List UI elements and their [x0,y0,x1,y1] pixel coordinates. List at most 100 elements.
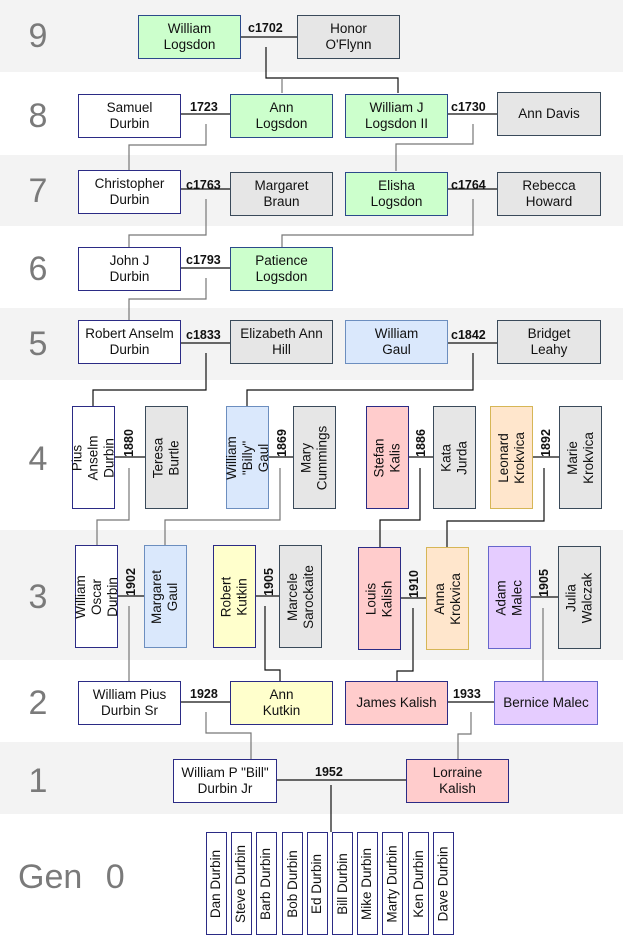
descent-line-krokvica-krokvica [446,468,545,547]
marriage-year-1905-malec: 1905 [536,569,551,597]
generation-label-7: 7 [28,172,48,210]
marriage-year-1928: 1928 [190,687,218,701]
person-robert-kutkin-label: Robert Kutkin [218,576,250,617]
person-marcele-sarockaite-label: Marcele Sarockaite [284,564,316,629]
marriage-year-1952: 1952 [315,765,343,779]
child-barb-durbin[interactable]: Barb Durbin [256,832,277,935]
child-marty-durbin[interactable]: Marty Durbin [382,832,403,935]
person-anna-krokvica[interactable]: Anna Krokvica [426,547,469,650]
person-stefan-kalis-label: Stefan Kalis [371,437,403,478]
person-mary-cummings-label: Mary Cummings [298,425,330,490]
person-kata-jurda-label: Kata Jurda [438,440,470,475]
person-samuel-durbin[interactable]: Samuel Durbin [78,94,181,138]
person-pius-anselm-durbin[interactable]: Pius Anselm Durbin [69,406,117,509]
person-margaret-braun[interactable]: Margaret Braun [230,172,333,216]
person-julia-walczak[interactable]: Julia Walczak [558,546,601,649]
marriage-year-1880: 1880 [121,429,136,457]
child-name-label: Marty Durbin [384,844,400,923]
generation-label-6: 6 [28,250,48,288]
child-bob-durbin[interactable]: Bob Durbin [282,832,303,935]
person-ann-kutkin[interactable]: Ann Kutkin [230,681,333,725]
person-leonard-krokvica-label: Leonard Krokvica [495,431,527,484]
marriage-year-1910: 1910 [406,570,421,598]
person-stefan-kalis[interactable]: Stefan Kalis [366,406,409,509]
person-adam-malec[interactable]: Adam Malec [488,546,531,649]
person-patience-logsdon[interactable]: Patience Logsdon [230,247,333,291]
descent-line-gaul-leahy [246,353,474,406]
person-margaret-gaul[interactable]: Margaret Gaul [144,545,187,648]
generation-label-4: 4 [28,440,48,478]
person-lorraine-kalish[interactable]: Lorraine Kalish [406,759,509,803]
person-ann-logsdon[interactable]: Ann Logsdon [230,94,333,138]
marriage-year-1933: 1933 [453,687,481,701]
person-teresa-burtle[interactable]: Teresa Burtle [145,406,188,509]
person-elizabeth-ann-hill[interactable]: Elizabeth Ann Hill [230,320,333,364]
generation-label-number: 0 [105,858,125,896]
descent-line-kutkin-sarockaite [264,606,281,682]
person-marie-krokvica-label: Marie Krokvica [564,431,596,484]
person-bernice-malec[interactable]: Bernice Malec [494,681,598,725]
person-william-j-logsdon-ii[interactable]: William J Logsdon II [345,94,448,138]
person-william-billy-gaul[interactable]: William "Billy" Gaul [223,406,271,509]
child-name-label: Dan Durbin [208,849,224,918]
child-name-label: Steve Durbin [233,844,249,923]
person-rebecca-howard[interactable]: Rebecca Howard [497,172,601,216]
person-ann-davis[interactable]: Ann Davis [497,92,601,136]
person-margaret-gaul-label: Margaret Gaul [149,569,181,624]
marriage-year-1892: 1892 [538,429,553,457]
generation-label-2: 2 [28,684,48,722]
child-name-label: Ken Durbin [410,849,426,918]
person-william-billy-gaul-label: William "Billy" Gaul [223,435,271,480]
person-william-p-bill-durbin-jr[interactable]: William P "Bill" Durbin Jr [173,759,277,803]
generation-label-8: 8 [28,97,48,135]
person-marcele-sarockaite[interactable]: Marcele Sarockaite [279,545,322,648]
descent-line-logsdon-howard [281,199,474,247]
marriage-year-c1702: c1702 [248,21,283,35]
marriage-year-1723: 1723 [190,100,218,114]
person-william-oscar-durbin[interactable]: William Oscar Durbin [73,545,120,648]
person-leonard-krokvica[interactable]: Leonard Krokvica [490,406,533,509]
descent-line-durbin-logsdon [128,124,207,170]
person-robert-kutkin[interactable]: Robert Kutkin [213,545,256,648]
child-dan-durbin[interactable]: Dan Durbin [206,832,227,935]
descent-line-durbin-kutkin [205,712,252,759]
child-name-label: Ed Durbin [309,853,325,914]
child-bill-durbin[interactable]: Bill Durbin [332,832,353,935]
person-louis-kalish-label: Louis Kalish [363,580,395,617]
person-bridget-leahy[interactable]: Bridget Leahy [497,320,601,364]
person-elisha-logsdon[interactable]: Elisha Logsdon [345,172,448,216]
child-ed-durbin[interactable]: Ed Durbin [307,832,328,935]
child-steve-durbin[interactable]: Steve Durbin [231,832,252,935]
child-ken-durbin[interactable]: Ken Durbin [408,832,429,935]
person-william-pius-durbin-sr[interactable]: William Pius Durbin Sr [78,681,181,725]
person-william-gaul[interactable]: William Gaul [345,320,448,364]
person-mary-cummings[interactable]: Mary Cummings [293,406,336,509]
child-name-label: Bob Durbin [284,849,300,918]
marriage-year-c1793: c1793 [186,253,221,267]
child-name-label: Mike Durbin [359,847,375,920]
person-louis-kalish[interactable]: Louis Kalish [358,547,401,650]
descent-line-kalish-malec [457,712,472,759]
child-mike-durbin[interactable]: Mike Durbin [357,832,378,935]
marriage-year-1869: 1869 [274,429,289,457]
person-kata-jurda[interactable]: Kata Jurda [433,406,476,509]
child-name-label: Dave Durbin [435,845,451,922]
marriage-year-c1842: c1842 [451,328,486,342]
person-adam-malec-label: Adam Malec [493,579,525,616]
person-james-kalish[interactable]: James Kalish [345,681,448,725]
child-dave-durbin[interactable]: Dave Durbin [433,832,454,935]
person-robert-anselm-durbin[interactable]: Robert Anselm Durbin [78,320,181,364]
generation-label-5: 5 [28,325,48,363]
person-pius-anselm-durbin-label: Pius Anselm Durbin [69,434,117,481]
marriage-year-1902: 1902 [123,568,138,596]
person-christopher-durbin[interactable]: Christopher Durbin [78,170,181,214]
marriage-year-c1833: c1833 [186,328,221,342]
person-john-j-durbin[interactable]: John J Durbin [78,247,181,291]
person-honor-oflynn[interactable]: Honor O'Flynn [297,15,400,59]
child-name-label: Bill Durbin [334,852,350,915]
descent-line-durbin-burtle [96,468,130,545]
person-marie-krokvica[interactable]: Marie Krokvica [559,406,602,509]
person-william-logsdon[interactable]: William Logsdon [138,15,241,59]
generation-label-3: 3 [28,578,48,616]
